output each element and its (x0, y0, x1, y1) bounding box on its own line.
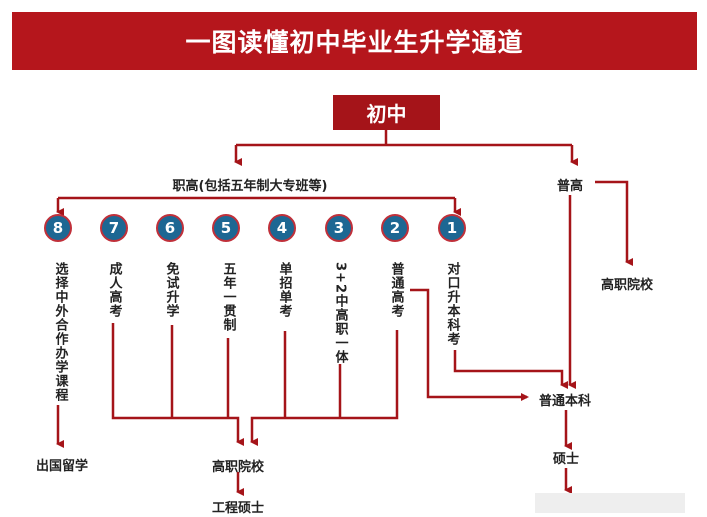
root-node-junior-high: 初中 (333, 95, 440, 130)
outcome-vocational-college-right: 高职院校 (600, 278, 654, 293)
outcome-vocational-college: 高职院校 (211, 460, 265, 475)
outcome-undergraduate: 普通本科 (538, 394, 592, 409)
path-label-5: 五年一贯制 (220, 262, 236, 332)
path-number-2: 2 (381, 214, 409, 242)
outcome-master: 硕士 (552, 452, 580, 467)
path-label-6: 免试升学 (163, 262, 179, 318)
path-number-7: 7 (100, 214, 128, 242)
general-high-label: 普高 (556, 179, 584, 194)
outcome-engineering-master: 工程硕士 (211, 501, 265, 516)
path-number-5: 5 (212, 214, 240, 242)
path-label-4: 单招单考 (276, 262, 292, 318)
path-number-4: 4 (268, 214, 296, 242)
path-label-8: 选择中外合作办学课程 (52, 262, 68, 402)
path-label-2: 普通高考 (388, 262, 404, 318)
path-label-7: 成人高考 (106, 262, 122, 318)
path-number-3: 3 (325, 214, 353, 242)
vocational-high-label: 职高(包括五年制大专班等) (172, 179, 328, 194)
page-title: 一图读懂初中毕业生升学通道 (12, 12, 697, 70)
path-number-6: 6 (156, 214, 184, 242)
path-number-1: 1 (438, 214, 466, 242)
path-number-8: 8 (44, 214, 72, 242)
path-label-3: 3+2中高职一体 (332, 262, 348, 364)
path-label-1: 对口升本科考 (444, 262, 460, 346)
outcome-study-abroad: 出国留学 (35, 459, 89, 474)
